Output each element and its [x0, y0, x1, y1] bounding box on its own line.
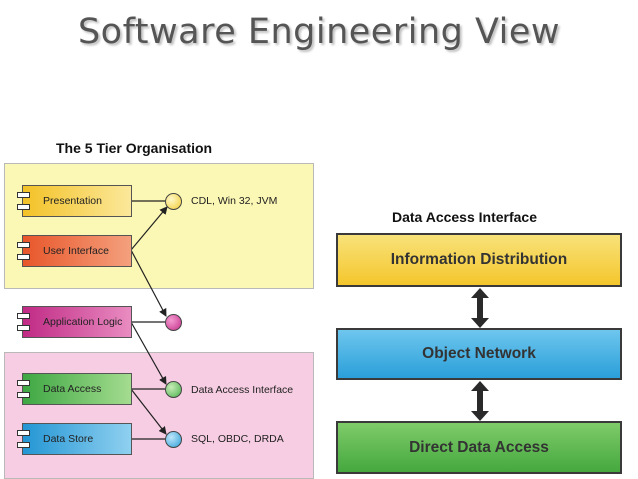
- component-tab-icon: [17, 254, 30, 260]
- component-tab-icon: [17, 242, 30, 248]
- cdl-node: [165, 193, 182, 210]
- application-logic-label: Application Logic: [43, 316, 123, 328]
- user-interface-component: User Interface: [17, 235, 132, 267]
- presentation-component: Presentation: [17, 185, 132, 217]
- ui-to-logic-arrow: [130, 249, 167, 317]
- component-tab-icon: [17, 442, 30, 448]
- tier-diagram-heading: The 5 Tier Organisation: [56, 140, 213, 156]
- component-tab-icon: [17, 392, 30, 398]
- object-network-label: Object Network: [422, 345, 536, 362]
- logic-to-dai-arrow: [130, 321, 167, 385]
- information-distribution-label: Information Distribution: [390, 251, 568, 268]
- data-access-component: Data Access: [17, 373, 132, 405]
- cdl-label: CDL, Win 32, JVM: [191, 195, 278, 207]
- component-tab-icon: [17, 204, 30, 210]
- component-tab-icon: [17, 192, 30, 198]
- data-access-interface-node: [165, 381, 182, 398]
- data-store-label: Data Store: [43, 433, 94, 445]
- sql-node: [165, 431, 182, 448]
- component-tab-icon: [17, 430, 30, 436]
- slide-title: Software Engineering View: [77, 12, 561, 52]
- direct-data-access-layer: Direct Data Access: [336, 421, 622, 474]
- data-access-to-sql-arrow: [130, 388, 167, 435]
- component-tab-icon: [17, 325, 30, 331]
- object-network-layer: Object Network: [336, 328, 622, 380]
- component-tab-icon: [17, 380, 30, 386]
- component-tab-icon: [17, 313, 30, 319]
- direct-data-access-label: Direct Data Access: [409, 439, 549, 456]
- application-logic-node: [165, 314, 182, 331]
- double-arrow-icon: [471, 381, 489, 421]
- dai-diagram-heading: Data Access Interface: [392, 209, 538, 225]
- ui-to-cdl-arrow: [130, 206, 168, 251]
- information-distribution-layer: Information Distribution: [336, 233, 622, 287]
- presentation-zone: [4, 163, 314, 289]
- user-interface-label: User Interface: [43, 245, 109, 257]
- data-store-component: Data Store: [17, 423, 132, 455]
- presentation-label: Presentation: [43, 195, 102, 207]
- sql-label: SQL, OBDC, DRDA: [191, 433, 284, 445]
- double-arrow-icon: [471, 288, 489, 328]
- data-access-interface-label: Data Access Interface: [191, 384, 294, 396]
- application-logic-component: Application Logic: [17, 306, 132, 338]
- data-access-label: Data Access: [43, 383, 102, 395]
